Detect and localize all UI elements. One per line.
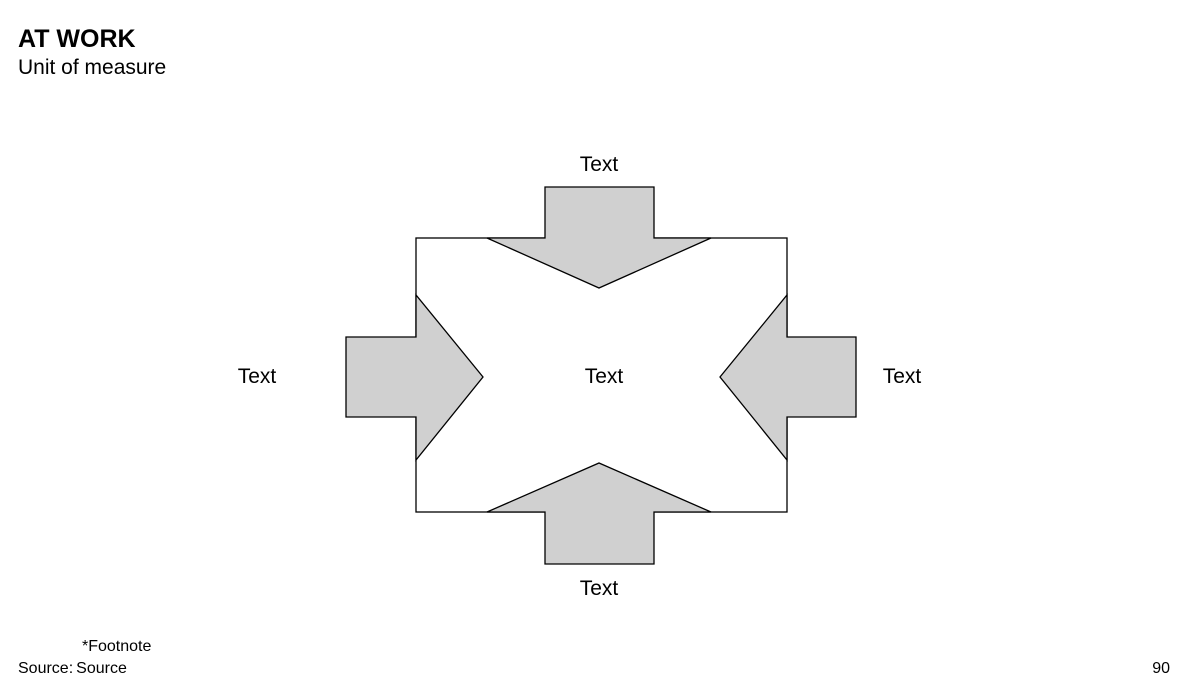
bottom-arrow [486,462,712,565]
top-label: Text [580,153,619,176]
source-value: Source [76,660,127,677]
page-number: 90 [1152,660,1170,677]
center-label: Text [585,365,624,388]
top-arrow [486,186,712,289]
left-label: Text [238,365,277,388]
right-arrow [719,293,857,462]
page-subtitle: Unit of measure [18,56,167,79]
footnote: *Footnote [82,638,152,655]
bottom-label: Text [580,577,619,600]
right-label: Text [883,365,922,388]
left-arrow [345,293,484,462]
source-label: Source: [18,660,74,677]
source-line: Source:Source [18,659,127,679]
page-title: AT WORK [18,25,136,53]
